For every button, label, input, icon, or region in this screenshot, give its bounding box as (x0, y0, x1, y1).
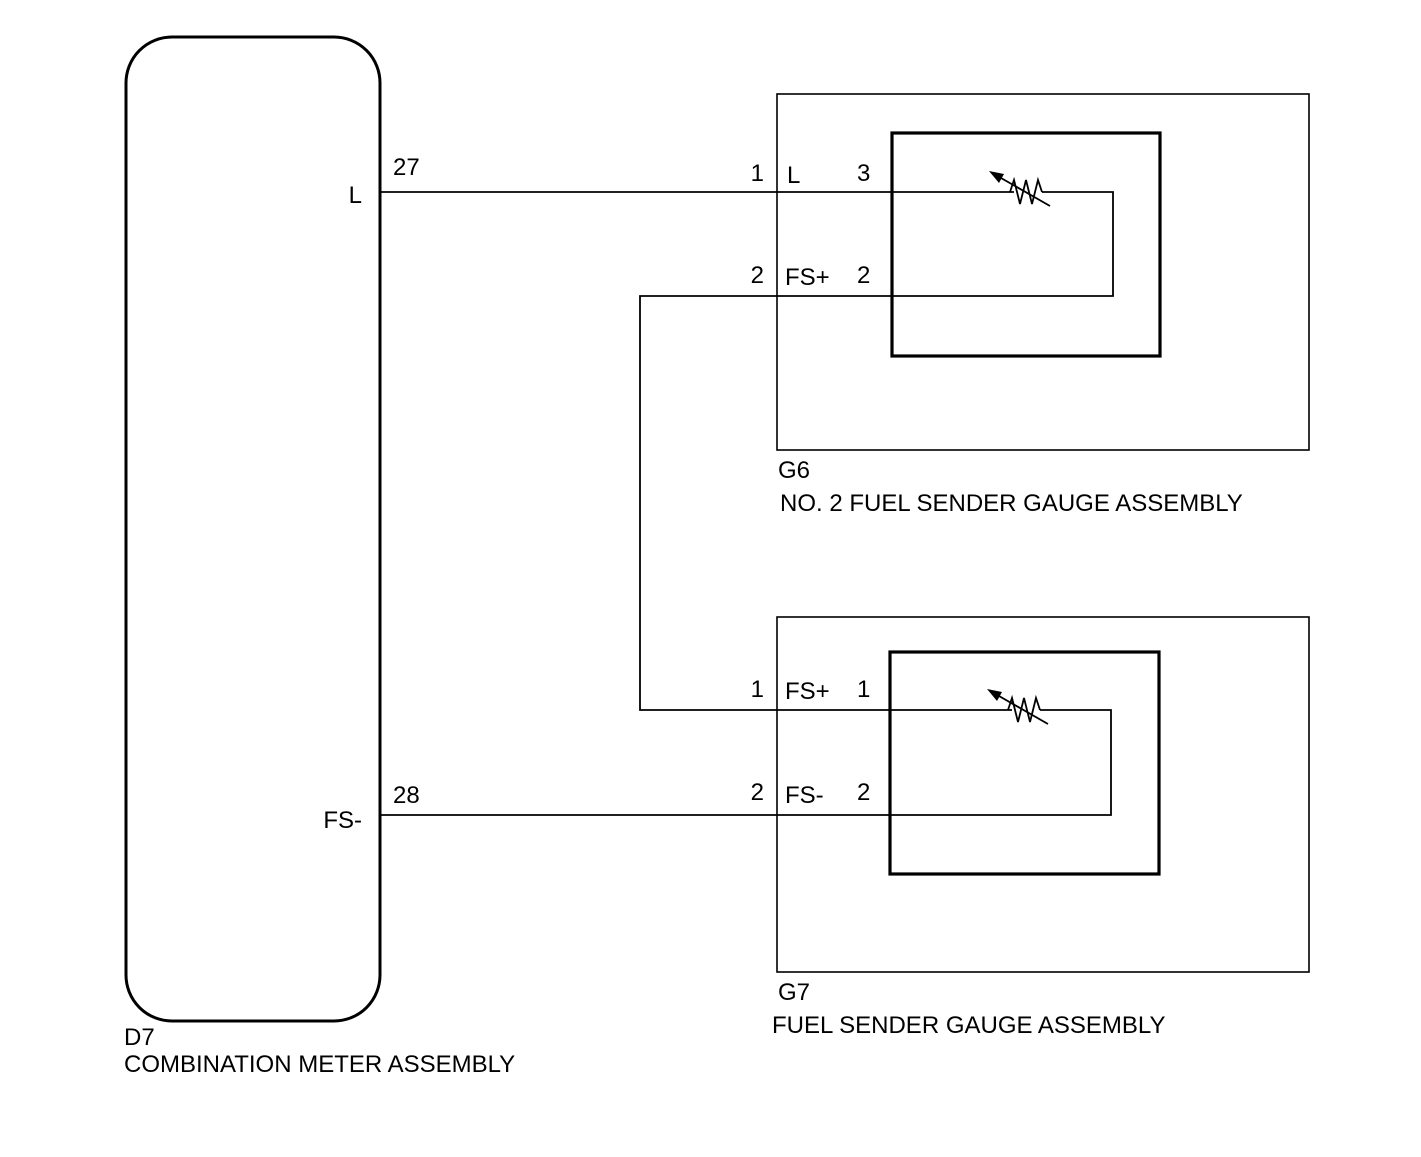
meter-pin-27: 27 (393, 154, 420, 181)
g6-assembly-name: NO. 2 FUEL SENDER GAUGE ASSEMBLY (780, 490, 1243, 517)
g7-sender-unit (888, 650, 1161, 876)
wire-fs-plus (639, 295, 1012, 711)
g7-internal-pin-2: 2 (857, 779, 870, 806)
meter-signal-fs-minus: FS- (323, 807, 362, 834)
g7-assembly-name: FUEL SENDER GAUGE ASSEMBLY (772, 1012, 1165, 1039)
g7-connector-pin-2: 2 (751, 779, 764, 806)
g6-internal-pin-3: 3 (857, 160, 870, 187)
meter-connector-id: D7 (124, 1024, 155, 1051)
g6-signal-l: L (787, 162, 800, 189)
g7-internal-pin-1: 1 (857, 676, 870, 703)
g7-signal-fs-minus: FS- (785, 782, 824, 809)
meter-assembly-name: COMBINATION METER ASSEMBLY (124, 1051, 515, 1078)
g7-outer-frame (776, 616, 1310, 973)
g7-internal-return (380, 709, 1112, 816)
g6-connector-id: G6 (778, 457, 810, 484)
meter-signal-l: L (349, 182, 362, 209)
g6-outer-frame (776, 93, 1310, 451)
g6-connector-pin-2: 2 (751, 262, 764, 289)
meter-pin-28: 28 (393, 782, 420, 809)
g7-connector-pin-1: 1 (751, 676, 764, 703)
combination-meter-body (124, 35, 382, 1023)
g6-signal-fs-plus: FS+ (785, 264, 830, 291)
g6-variable-resistor-icon (989, 171, 1051, 207)
g7-variable-resistor-icon (987, 689, 1049, 725)
g7-connector-id: G7 (778, 979, 810, 1006)
g6-sender-unit (890, 131, 1162, 358)
g6-internal-pin-2: 2 (857, 262, 870, 289)
g6-connector-pin-1: 1 (751, 160, 764, 187)
g7-signal-fs-plus: FS+ (785, 678, 830, 705)
g6-internal-return (892, 191, 1114, 297)
